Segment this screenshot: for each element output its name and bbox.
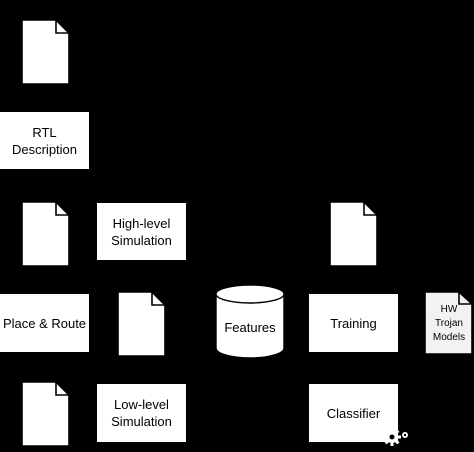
hw-trojan-models-document-icon	[424, 291, 473, 355]
high-level-simulation-box: High-level Simulation	[97, 203, 186, 260]
low-level-trace-document-icon	[21, 381, 70, 447]
gear-icon	[383, 428, 401, 446]
hw-trojan-models-label: HW Trojan Models	[432, 304, 466, 343]
database-icon	[215, 284, 285, 359]
training-box: Training	[309, 294, 398, 352]
rtl-source-document-icon	[21, 19, 70, 85]
place-route-box: Place & Route	[0, 294, 89, 352]
gear-icon-small	[402, 432, 408, 438]
rtl-description-label: RTL Description	[11, 124, 78, 157]
training-data-document-icon	[329, 201, 378, 267]
training-label: Training	[330, 315, 377, 331]
place-route-label: Place & Route	[2, 315, 87, 331]
layout-document-icon	[117, 291, 166, 357]
low-level-simulation-box: Low-level Simulation	[97, 384, 186, 442]
classifier-label: Classifier	[326, 405, 381, 421]
high-level-trace-document-icon	[21, 201, 70, 267]
high-level-simulation-label: High-level Simulation	[111, 215, 172, 248]
low-level-simulation-label: Low-level Simulation	[111, 397, 172, 429]
classifier-box: Classifier	[309, 384, 398, 442]
rtl-description-box: RTL Description	[0, 112, 89, 169]
features-label: Features	[224, 320, 276, 335]
